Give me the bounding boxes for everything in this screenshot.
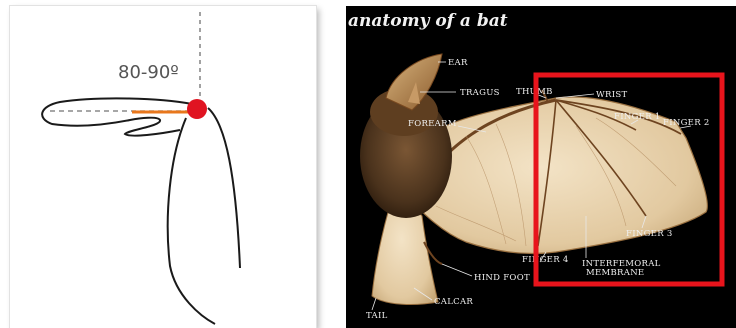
wing-angle-svg: 80-90º [10,6,316,328]
label-finger4: FINGER 4 [522,255,569,265]
label-finger2: FINGER 2 [663,118,710,128]
diagram-title: anatomy of a bat [348,11,508,31]
bat-anatomy-svg: anatomy of a bat [346,6,736,328]
angle-label: 80-90º [118,62,179,83]
label-tail: TAIL [366,311,388,321]
label-finger1: FINGER 1 [614,112,661,122]
wing-angle-diagram: 80-90º [10,6,316,328]
label-finger3: FINGER 3 [626,229,673,239]
label-wrist: WRIST [596,90,628,100]
shoulder-joint-dot [187,99,207,119]
label-calcar: CALCAR [434,297,473,307]
label-hind-foot: HIND FOOT [474,273,530,283]
wing-outline [42,98,192,135]
body-front-outline [168,118,215,324]
label-membrane: MEMBRANE [586,268,644,278]
body-back-outline [208,108,240,268]
bat-anatomy-diagram: anatomy of a bat [346,6,736,328]
label-forearm: FOREARM [408,119,457,129]
label-tragus: TRAGUS [460,88,500,98]
label-ear: EAR [448,58,468,68]
